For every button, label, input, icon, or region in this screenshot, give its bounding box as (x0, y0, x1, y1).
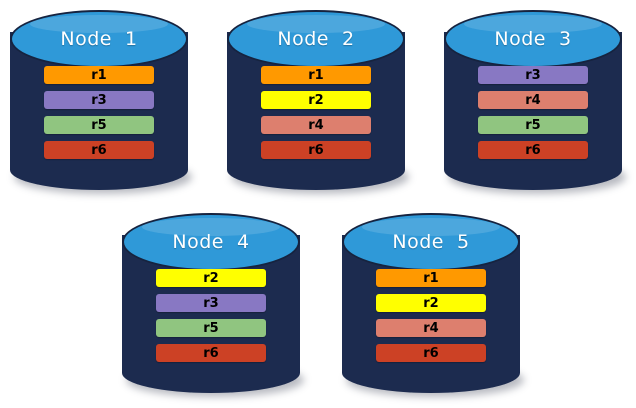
replica-bar-r2[interactable]: r2 (260, 91, 372, 109)
cylinder-top-disc: Node 5 (342, 213, 520, 271)
replica-label: r5 (91, 117, 107, 133)
node-label: Node 3 (494, 28, 572, 50)
replica-label: r2 (423, 295, 439, 311)
replica-bar-r4[interactable]: r4 (375, 319, 487, 337)
replica-bar-r2[interactable]: r2 (155, 269, 267, 287)
replica-label: r4 (525, 92, 541, 108)
replica-label: r3 (91, 92, 107, 108)
replica-bar-r4[interactable]: r4 (260, 116, 372, 134)
replica-list: r2 r3 r5 r6 (122, 269, 300, 362)
replica-list: r1 r2 r4 r6 (342, 269, 520, 362)
cylinder-top-disc: Node 2 (227, 10, 405, 68)
database-node-2[interactable]: Node 2 r1 r2 r4 r6 (227, 10, 409, 194)
replica-bar-r6[interactable]: r6 (260, 141, 372, 159)
replica-bar-r5[interactable]: r5 (477, 116, 589, 134)
replica-label: r2 (308, 92, 324, 108)
replica-label: r4 (423, 320, 439, 336)
database-node-4[interactable]: Node 4 r2 r3 r5 r6 (122, 213, 304, 397)
replica-label: r6 (525, 142, 541, 158)
replica-list: r1 r3 r5 r6 (10, 66, 188, 159)
database-node-1[interactable]: Node 1 r1 r3 r5 r6 (10, 10, 192, 194)
replica-bar-r4[interactable]: r4 (477, 91, 589, 109)
replica-bar-r1[interactable]: r1 (375, 269, 487, 287)
replica-list: r1 r2 r4 r6 (227, 66, 405, 159)
replica-list: r3 r4 r5 r6 (444, 66, 622, 159)
cylinder-top-disc: Node 4 (122, 213, 300, 271)
replica-bar-r2[interactable]: r2 (375, 294, 487, 312)
replica-label: r5 (203, 320, 219, 336)
node-label: Node 2 (277, 28, 355, 50)
replica-label: r6 (203, 345, 219, 361)
replica-bar-r6[interactable]: r6 (477, 141, 589, 159)
replica-label: r1 (423, 270, 439, 286)
node-label: Node 5 (392, 231, 470, 253)
replica-label: r3 (203, 295, 219, 311)
cylinder-top-disc: Node 1 (10, 10, 188, 68)
replica-bar-r1[interactable]: r1 (260, 66, 372, 84)
replica-bar-r6[interactable]: r6 (375, 344, 487, 362)
replica-label: r6 (91, 142, 107, 158)
cylinder-top-disc: Node 3 (444, 10, 622, 68)
node-label: Node 1 (60, 28, 138, 50)
replica-label: r4 (308, 117, 324, 133)
database-node-5[interactable]: Node 5 r1 r2 r4 r6 (342, 213, 524, 397)
database-node-3[interactable]: Node 3 r3 r4 r5 r6 (444, 10, 626, 194)
replica-label: r3 (525, 67, 541, 83)
replica-label: r1 (308, 67, 324, 83)
replica-bar-r5[interactable]: r5 (43, 116, 155, 134)
replica-bar-r1[interactable]: r1 (43, 66, 155, 84)
replica-label: r6 (423, 345, 439, 361)
replica-bar-r6[interactable]: r6 (155, 344, 267, 362)
replica-bar-r3[interactable]: r3 (43, 91, 155, 109)
replica-label: r5 (525, 117, 541, 133)
replica-bar-r6[interactable]: r6 (43, 141, 155, 159)
replica-bar-r3[interactable]: r3 (477, 66, 589, 84)
replica-label: r1 (91, 67, 107, 83)
replica-bar-r3[interactable]: r3 (155, 294, 267, 312)
replica-label: r2 (203, 270, 219, 286)
replica-bar-r5[interactable]: r5 (155, 319, 267, 337)
replica-label: r6 (308, 142, 324, 158)
node-label: Node 4 (172, 231, 250, 253)
